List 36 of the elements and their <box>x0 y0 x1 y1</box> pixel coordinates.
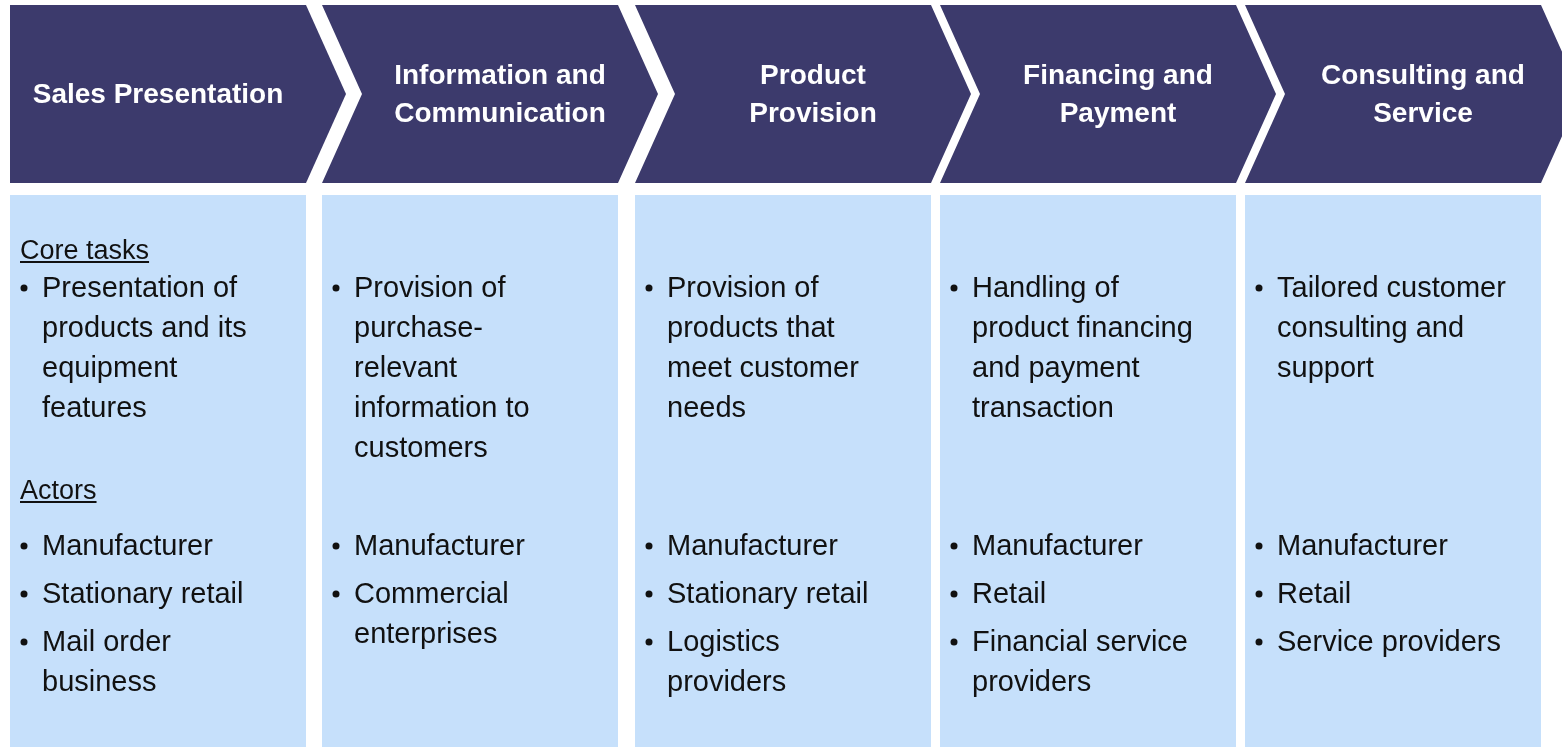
content-panel <box>1245 195 1541 747</box>
actor-item: Stationary retail <box>42 573 274 613</box>
content-panel <box>10 195 306 747</box>
task-item: Tailored customer consulting and support <box>1277 267 1509 387</box>
actor-item: Manufacturer <box>42 525 274 565</box>
section-heading: Core tasks <box>20 235 150 266</box>
task-item: Handling of product financing and payment transaction <box>972 267 1204 427</box>
actor-item: Mail order business <box>42 621 274 701</box>
chevron-step <box>635 5 971 183</box>
task-item: Provision of products that meet customer needs <box>667 267 899 427</box>
content-panel <box>940 195 1236 747</box>
actor-item: Stationary retail <box>667 573 899 613</box>
actor-item: Retail <box>1277 573 1509 613</box>
chevron-step <box>940 5 1276 183</box>
step-title: Sales Presentation <box>31 77 285 111</box>
chevron-step <box>322 5 658 183</box>
actor-item: Service providers <box>1277 621 1509 661</box>
content-panel <box>635 195 931 747</box>
step-title: Information and Communication <box>393 58 607 130</box>
actor-item: Manufacturer <box>972 525 1204 565</box>
chevron-step <box>10 5 346 183</box>
step-title: Consulting and Service <box>1320 58 1526 130</box>
actor-item: Manufacturer <box>1277 525 1509 565</box>
step-title: Product Provision <box>748 58 878 130</box>
actor-item: Logistics providers <box>667 621 899 701</box>
chevron-step <box>1245 5 1562 183</box>
content-panel <box>322 195 618 747</box>
section-heading: Actors <box>20 475 97 506</box>
task-item: Provision of purchase-relevant information to customers <box>354 267 586 467</box>
actor-item: Retail <box>972 573 1204 613</box>
actor-item: Commercial enterprises <box>354 573 586 653</box>
actor-item: Manufacturer <box>667 525 899 565</box>
task-item: Presentation of products and its equipment features <box>42 267 274 427</box>
actor-item: Manufacturer <box>354 525 586 565</box>
step-title: Financing and Payment <box>1022 58 1214 130</box>
actor-item: Financial service providers <box>972 621 1204 701</box>
